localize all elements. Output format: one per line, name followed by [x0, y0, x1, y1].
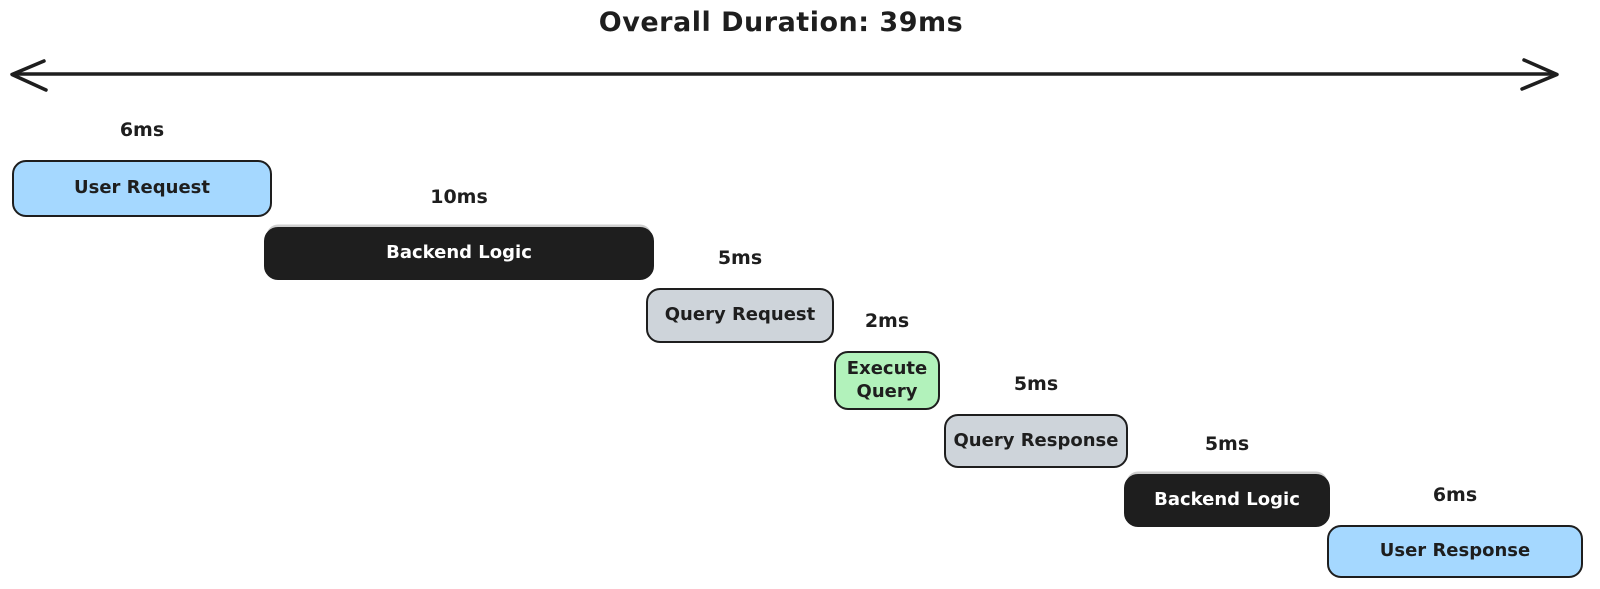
duration-label: 5ms: [1204, 433, 1250, 455]
span-label: User Response: [1379, 540, 1531, 562]
duration-label: 5ms: [717, 247, 763, 269]
duration-label: 10ms: [430, 186, 488, 208]
span-box: Query Response: [944, 414, 1128, 468]
duration-label: 6ms: [119, 119, 165, 141]
span-box: User Request: [12, 160, 272, 217]
span-label: User Request: [74, 177, 210, 199]
span-box: Execute Query: [834, 351, 940, 410]
diagram-title: Overall Duration: 39ms: [598, 7, 964, 38]
span-box: Backend Logic: [1124, 474, 1330, 527]
duration-label: 5ms: [1013, 373, 1059, 395]
duration-label: 2ms: [864, 310, 910, 332]
arrowhead-left-icon: [10, 59, 48, 92]
span-label: Query Response: [953, 429, 1119, 451]
span-box: Backend Logic: [264, 227, 654, 280]
arrowhead-right-icon: [1520, 58, 1559, 91]
duration-label: 6ms: [1432, 484, 1478, 506]
span-label: Execute Query: [846, 358, 928, 402]
span-box: User Response: [1327, 525, 1583, 578]
span-label: Backend Logic: [386, 242, 532, 264]
span-box: Query Request: [646, 288, 834, 343]
overall-duration-arrow-icon: [10, 58, 1559, 92]
span-label: Query Request: [664, 304, 816, 326]
span-label: Backend Logic: [1154, 489, 1300, 511]
